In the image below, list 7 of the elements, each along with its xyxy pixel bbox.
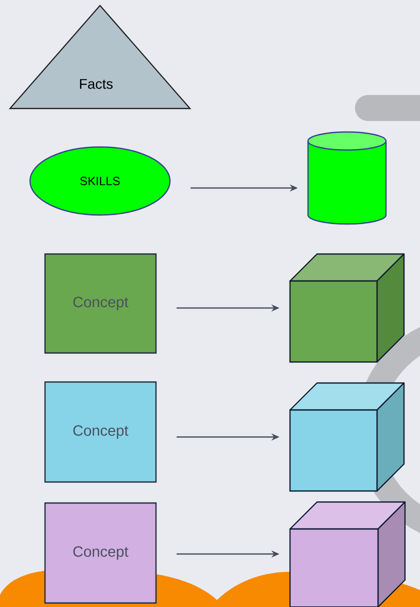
concept-box: Concept (44, 253, 157, 354)
concept-box: Concept (44, 502, 157, 604)
cylinder-shape (307, 131, 387, 225)
concept-box: Concept (44, 381, 157, 483)
cube-shape (289, 382, 405, 492)
cube-shape (289, 253, 405, 363)
cube-shape (289, 501, 406, 607)
